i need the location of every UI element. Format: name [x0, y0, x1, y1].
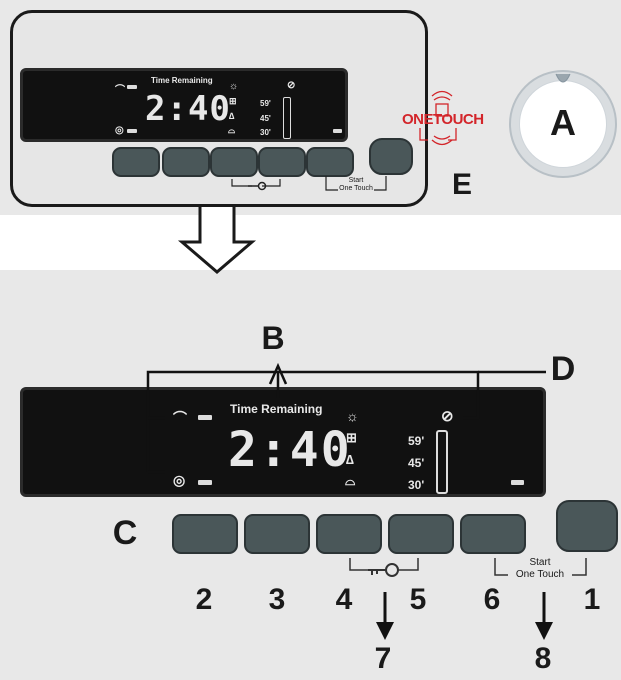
top-start-label-line2: One Touch — [339, 185, 373, 192]
top-sun-icon: ☼ — [229, 81, 239, 92]
bottom-start-button[interactable] — [556, 500, 618, 552]
bottom-start-label-line1: Start — [529, 557, 551, 568]
bottom-time-value: 2:40 — [228, 422, 352, 478]
onetouch-logo-text: ONETOUCH — [402, 111, 484, 128]
bottom-start-label-line2: One Touch — [515, 569, 565, 580]
bottom-tub-indicator — [198, 415, 212, 420]
top-button-4[interactable] — [210, 147, 258, 177]
top-tub-indicator — [127, 85, 137, 89]
top-no-iron-icon: ⊘ — [287, 80, 296, 91]
top-start-button[interactable] — [369, 138, 413, 175]
bottom-sun-icon: ☼ — [346, 408, 359, 424]
bottom-option-time-3: 30' — [408, 478, 425, 492]
button-number-4: 4 — [335, 583, 353, 616]
top-button-3[interactable] — [162, 147, 210, 177]
arrow-8-head — [535, 622, 553, 640]
callout-b: B — [261, 320, 285, 356]
knob-inner — [519, 80, 607, 168]
bottom-globe-indicator — [198, 480, 212, 485]
bottom-button-3[interactable] — [244, 514, 310, 554]
program-knob[interactable]: A — [509, 70, 617, 178]
button-number-2: 2 — [195, 583, 213, 616]
button-number-1: 1 — [583, 583, 601, 616]
top-button-2[interactable] — [112, 147, 160, 177]
arrow-7-head — [376, 622, 394, 640]
top-option-time-2: 45' — [260, 114, 271, 123]
top-iron-icon: ⌓ — [228, 125, 236, 135]
arrow-number-8: 8 — [534, 642, 552, 675]
bottom-button-5[interactable] — [388, 514, 454, 554]
top-globe-icon: ◎ — [115, 125, 124, 136]
button-number-3: 3 — [268, 583, 286, 616]
bottom-button-4[interactable] — [316, 514, 382, 554]
callout-b-arrowhead — [268, 362, 288, 385]
arrow-number-7: 7 — [374, 642, 392, 675]
bottom-option-time-1: 59' — [408, 434, 425, 448]
top-option-time-1: 59' — [260, 99, 271, 108]
callout-b-bracket — [146, 370, 480, 472]
bottom-button-6[interactable] — [460, 514, 526, 554]
top-hanger-icon: ∆ — [229, 111, 235, 121]
top-key-icon — [248, 181, 267, 191]
top-display: Time Remaining 2:40 ⌒ ◎ ☼ ⊞ ∆ ⌓ ⊘ 59' 45… — [20, 68, 348, 142]
bottom-option-time-2: 45' — [408, 456, 425, 470]
bottom-time-remaining-label: Time Remaining — [230, 402, 323, 416]
bottom-option-bar — [436, 430, 448, 494]
knob-notch — [555, 73, 571, 83]
callout-c: C — [112, 514, 138, 552]
top-start-label-line1: Start — [348, 177, 364, 184]
bottom-key-bracket — [349, 558, 419, 571]
bottom-iron-icon: ⌓ — [345, 473, 356, 488]
top-tub-icon: ⌒ — [115, 85, 125, 96]
top-option-time-3: 30' — [260, 128, 271, 137]
bottom-extra-indicator — [511, 480, 524, 485]
top-option-bar — [283, 97, 291, 139]
zoom-down-arrow — [177, 207, 257, 274]
bottom-no-iron-icon: ⊘ — [441, 408, 454, 425]
top-button-5[interactable] — [258, 147, 306, 177]
bottom-hanger-icon: ∆ — [346, 452, 354, 467]
bottom-button-2[interactable] — [172, 514, 238, 554]
knob-label: A — [550, 102, 576, 143]
bottom-key-icon — [368, 563, 399, 577]
bottom-start-bracket — [494, 558, 587, 576]
onetouch-nfc-icon — [419, 90, 457, 146]
top-button-6[interactable] — [306, 147, 354, 177]
button-number-6: 6 — [483, 583, 501, 616]
top-extra-indicator — [333, 129, 342, 133]
bottom-tub-icon: ⌒ — [173, 410, 187, 426]
top-globe-indicator — [127, 129, 137, 133]
top-start-bracket — [325, 176, 387, 191]
callout-d: D — [550, 350, 576, 388]
bottom-display: Time Remaining 2:40 ⌒ ◎ ☼ ⊞ ∆ ⌓ ⊘ 59' 45… — [20, 387, 546, 497]
bottom-globe-icon: ◎ — [173, 472, 186, 488]
top-key-bracket — [231, 179, 281, 187]
top-time-remaining-label: Time Remaining — [151, 76, 213, 85]
bottom-window-icon: ⊞ — [346, 430, 357, 445]
top-time-value: 2:40 — [145, 89, 231, 129]
callout-e: E — [451, 168, 472, 201]
top-window-icon: ⊞ — [229, 96, 237, 106]
button-number-5: 5 — [409, 583, 427, 616]
